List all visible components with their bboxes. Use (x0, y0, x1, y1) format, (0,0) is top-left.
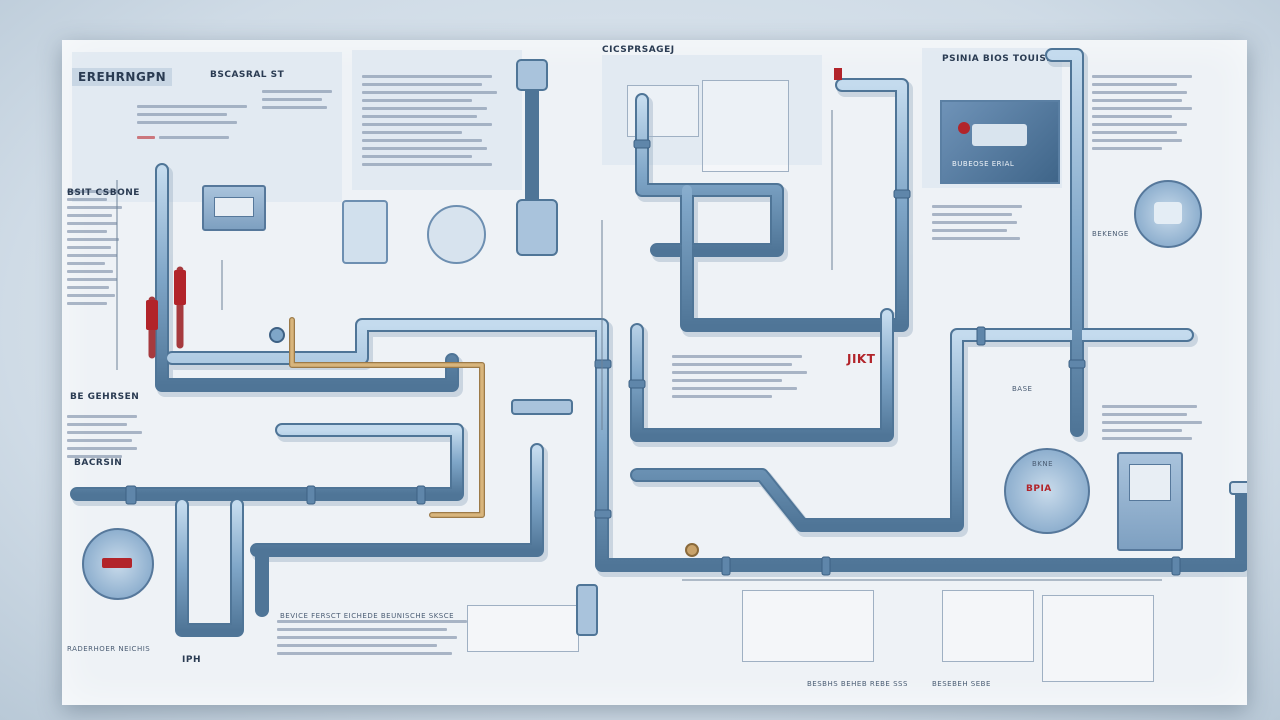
text-block-bottom (277, 615, 477, 660)
gauge-label: BPIA (1026, 484, 1052, 494)
text-block-left (137, 100, 257, 148)
image-panel-caption: BUBEOSE ERIAL (952, 160, 1015, 168)
bottom-right-caption-2: BESEBEH SEBE (932, 680, 991, 688)
right-tag-1: BEKENGE (1092, 230, 1129, 238)
pump-icon (427, 205, 486, 264)
heater-icon (972, 124, 1027, 146)
section-label-c: BACRSIN (74, 458, 123, 468)
bottom-right-caption-1: BESBHS BEHEB REBE SSS (807, 680, 908, 688)
small-tag: IPH (182, 655, 201, 665)
section-label-a: BSIT CSBONE (67, 188, 140, 198)
panel-center-left (352, 50, 522, 190)
info-box-2 (702, 80, 789, 172)
diagram-board: EREHRNGPN BSCASRAL ST CICSPRSAGEJ PSINIA… (62, 40, 1247, 705)
image-panel: BUBEOSE ERIAL (940, 100, 1060, 184)
text-block-right (1092, 70, 1202, 155)
text-block-right-lower (1102, 400, 1212, 445)
water-heater-icon (342, 200, 388, 264)
header-right: PSINIA BIOS TOUISECSEL (942, 54, 1081, 64)
title-label: EREHRNGPN (72, 68, 173, 86)
text-block-right-mid (932, 200, 1032, 245)
info-box-bottom-center (467, 605, 579, 652)
section-label-b: BE GEHRSEN (70, 392, 140, 402)
pipe-network (70, 48, 1247, 637)
valve-icon (269, 59, 1247, 636)
info-box-bottom (742, 590, 874, 662)
control-panel-icon (202, 185, 266, 231)
text-block-left-margin (67, 185, 127, 310)
control-cabinet-icon (1117, 452, 1183, 551)
text-block-small (262, 85, 342, 114)
bottom-center-caption: BEVICE FERSCT EICHEDE BEUNISCHE SKSCE (280, 612, 455, 620)
header-left: BSCASRAL ST (210, 70, 285, 80)
text-block-center (672, 350, 812, 403)
bottom-left-caption: RADERHOER NEICHIS (67, 645, 151, 653)
text-block-left-lower (67, 410, 147, 463)
pressure-gauge-icon (82, 528, 154, 600)
info-box-far-right (1042, 595, 1154, 682)
text-block-center-left (362, 70, 502, 171)
info-box-bottom-right (942, 590, 1034, 662)
right-tag-2: BASE (1012, 385, 1033, 393)
indicator-icon (958, 122, 970, 134)
fixture-icon (1134, 180, 1202, 248)
gauge-top-label: BKNE (1032, 460, 1054, 468)
header-center: CICSPRSAGEJ (602, 45, 675, 55)
center-red-label: JIKT (847, 352, 876, 366)
meter-dial-icon: BPIA BKNE (1004, 448, 1090, 534)
